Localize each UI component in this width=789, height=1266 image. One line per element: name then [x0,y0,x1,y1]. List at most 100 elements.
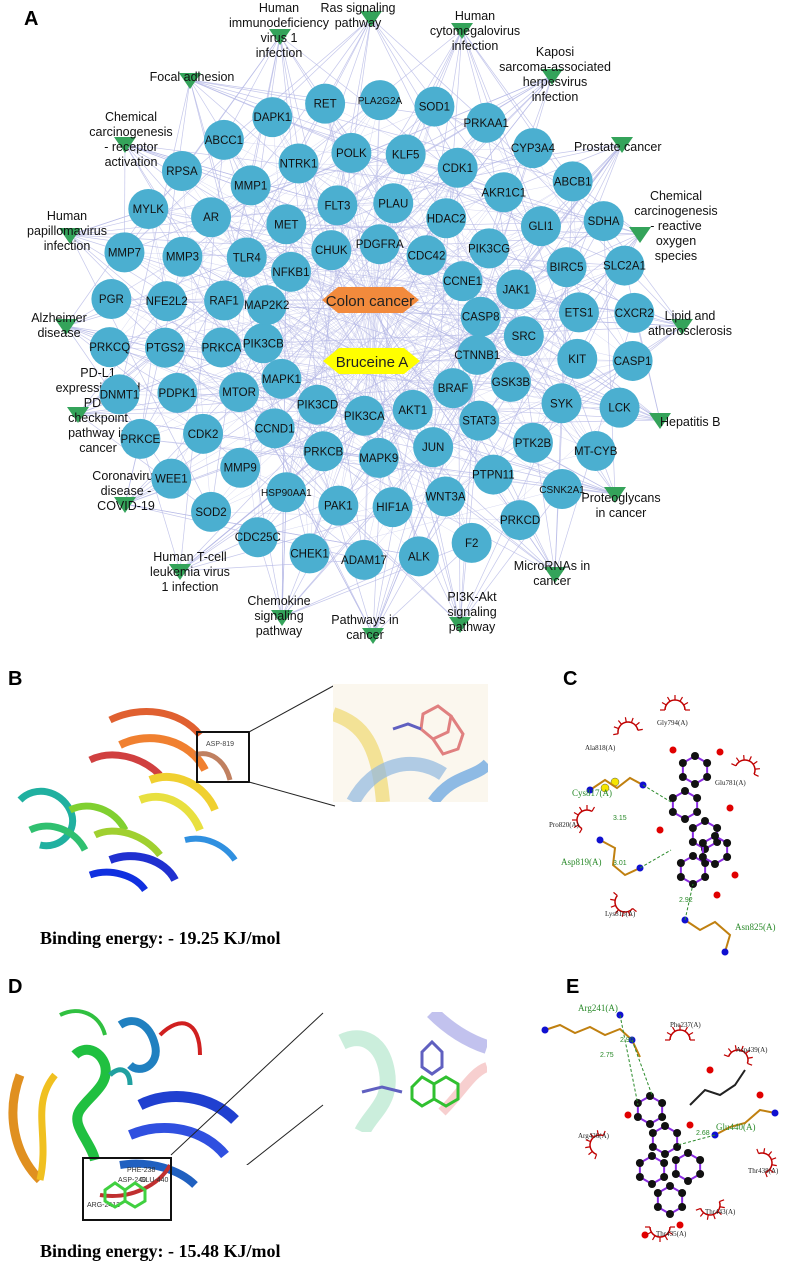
target-node: PLAU [373,183,414,224]
network-edge [238,299,373,393]
target-label: MMP1 [234,180,267,192]
network-edge [181,170,212,512]
network-edge [140,299,373,440]
network-edge [281,492,287,618]
target-node: MAP2K2 [244,285,289,326]
target-node: JAK1 [496,269,537,310]
network-edge [238,257,248,393]
network-edge [298,163,458,169]
target-label: CYP3A4 [511,143,556,155]
target-node: ALK [398,536,439,577]
target-node: NFKB1 [270,251,311,292]
target-label: DAPK1 [253,112,291,124]
pathway-node [449,617,471,633]
target-label: SLC2A1 [603,261,646,273]
network-edge [379,244,478,356]
target-label: SDHA [588,216,620,228]
target-node: CXCR2 [614,292,655,333]
target-label: PDPK1 [159,388,197,400]
target-label: MET [274,219,298,231]
network-edge [119,79,191,395]
target-label: JAK1 [502,285,530,297]
panel-label-e: E [566,976,580,998]
pathway-node [67,407,89,423]
target-node: RET [305,83,346,124]
target-node: PRKCB [303,431,344,472]
target-node: CDK1 [437,147,478,188]
target-node: PTPN11 [472,454,515,495]
binding-site-box [82,1157,172,1221]
target-node: NFE2L2 [146,281,188,322]
target-node: BIRC5 [546,247,587,288]
target-label: GLI1 [528,221,553,233]
target-label: PRKCA [202,342,242,354]
compound-node [323,348,420,374]
binding-site-label: ASP-819 [206,741,234,748]
target-node: PDGFRA [356,224,404,265]
target-node: PIK3CA [344,395,385,436]
target-node: SLC2A1 [603,245,646,286]
site-label: GLU-440 [140,1177,169,1184]
network-edge [181,35,281,172]
hydrophobic-contact [756,1148,777,1178]
network-edge [263,342,556,575]
target-node: CDC42 [406,235,447,276]
target-node: MYLK [128,189,169,230]
target-label: ADAM17 [341,555,387,567]
target-label: HSP90AA1 [261,488,312,499]
target-node: AR [191,197,232,238]
target-label: WNT3A [425,492,466,504]
target-node: HIF1A [372,487,413,528]
target-node: PRKCE [120,418,161,459]
network-edge [281,378,511,383]
target-node: DNMT1 [99,374,140,415]
target-node: JUN [413,427,454,468]
zoom-lines-b [248,684,336,807]
network-edge [351,152,373,362]
pathway-node [451,23,473,39]
target-node: CYP3A4 [511,128,556,169]
network-edge [372,542,472,636]
network-edge [246,257,318,405]
pathway-node [55,319,77,335]
target-label: NTRK1 [280,158,318,170]
network-edge [77,413,212,513]
hbond-residue-label: Asp819(A) [561,857,602,867]
residue-label: Ala818(A) [585,744,616,752]
network-edge [69,220,604,236]
site-label: ASP-240 [118,1177,146,1184]
target-label: AKR1C1 [481,187,526,199]
hydrophobic-contact [613,717,643,736]
target-label: POLK [336,148,367,160]
target-label: CCND1 [255,423,295,435]
network-edge [124,252,556,575]
network-edge [281,299,373,380]
target-label: CTNNB1 [454,350,500,362]
network-edge [298,163,447,219]
network-edge [371,280,463,362]
network-edge [337,192,504,206]
target-node: WEE1 [151,458,192,499]
pathway-node [59,228,81,244]
target-node: CASP1 [612,340,653,381]
hbond-distance: 2.75 [600,1052,614,1059]
ligplot-e: Arg241(A) Glu440(A) Phe237(A) Asp439(A) … [541,1003,779,1242]
network-edge [189,79,573,182]
target-label: CDK1 [442,163,473,175]
pathway-node [179,73,201,89]
residue-label: Thr435(A) [656,1230,687,1238]
target-node: MET [266,204,307,245]
network-edge [459,519,521,625]
binding-energy-d: Binding energy: - 15.48 KJ/mol [40,1241,281,1261]
target-node: PDPK1 [157,372,198,413]
network-edge [281,542,472,618]
target-label: PTK2B [515,438,552,450]
pathway-node [114,137,136,153]
hbond-distance: 2.68 [696,1130,710,1137]
protein-structure-d: PHE-238 ASP-240 GLU-440 ARG-2412 [8,1009,239,1221]
hydrophobic-contact [731,755,760,777]
target-node: KLF5 [385,134,426,175]
target-label: PIK3CG [468,243,510,255]
